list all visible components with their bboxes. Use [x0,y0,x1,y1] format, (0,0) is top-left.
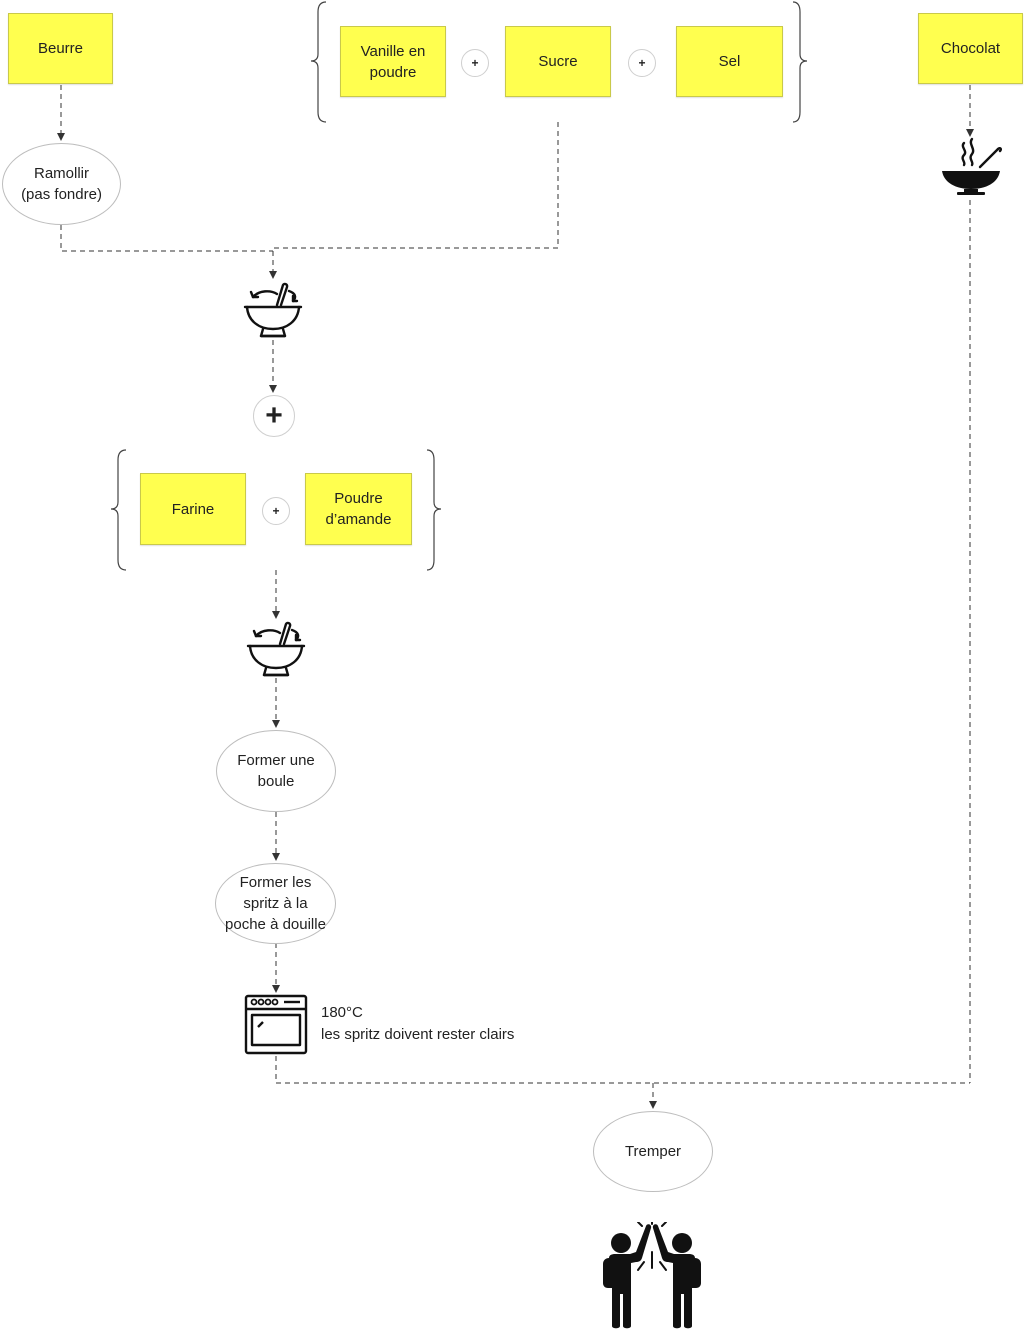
ingredient-sucre[interactable]: Sucre [505,26,611,97]
plus-operator: + [461,49,489,77]
oven-temperature: 180°C [321,1004,363,1021]
ingredient-chocolat-label: Chocolat [940,40,1001,57]
ingredient-vanille[interactable]: Vanille en poudre [340,26,446,97]
ingredient-beurre[interactable]: Beurre [8,13,113,84]
ingredient-sucre-label: Sucre [538,53,578,70]
oven-note: les spritz doivent rester clairs [321,1026,515,1043]
ingredient-beurre-label: Beurre [37,40,84,57]
step-former-spritz[interactable]: Former les spritz à la poche à douille [215,863,336,944]
plus-operator-large: + [253,395,295,437]
ingredient-sel-label: Sel [718,53,741,70]
step-tremper-label: Tremper [624,1143,682,1160]
step-former-boule[interactable]: Former une boule [216,730,336,812]
bracket-right-top [792,1,808,123]
connector-ramollir-merge [60,225,273,252]
step-ramollir-label: Ramollir (pas fondre) [21,165,102,203]
ingredient-farine-label: Farine [171,500,215,518]
mixing-bowl-icon [243,282,303,338]
ingredient-poudre-amande[interactable]: Poudre d’amande [305,473,412,545]
oven-icon [244,994,308,1055]
plus-label: + [272,504,280,518]
connector-oven-tremper [275,1056,970,1084]
plus-operator: + [628,49,656,77]
bracket-left-mid [110,449,127,571]
ingredient-farine[interactable]: Farine [140,473,246,545]
ingredient-chocolat[interactable]: Chocolat [918,13,1023,84]
hot-bowl-icon [942,137,1002,195]
plus-label: + [471,56,479,70]
plus-label: + [638,56,646,70]
high-five-icon [603,1222,701,1329]
bracket-left-top [310,1,327,123]
step-ramollir[interactable]: Ramollir (pas fondre) [2,143,121,225]
ingredient-sel[interactable]: Sel [676,26,783,97]
plus-large-label: + [265,399,283,432]
step-former-boule-label: Former une boule [237,752,315,790]
step-former-spritz-label: Former les spritz à la poche à douille [225,874,326,933]
step-tremper[interactable]: Tremper [593,1111,713,1192]
connector-sucre-merge [269,122,559,279]
mixing-bowl-icon [246,621,306,677]
ingredient-poudre-amande-label: Poudre d’amande [325,490,392,528]
ingredient-vanille-label: Vanille en poudre [360,42,426,81]
bracket-right-mid [426,449,442,571]
plus-operator: + [262,497,290,525]
